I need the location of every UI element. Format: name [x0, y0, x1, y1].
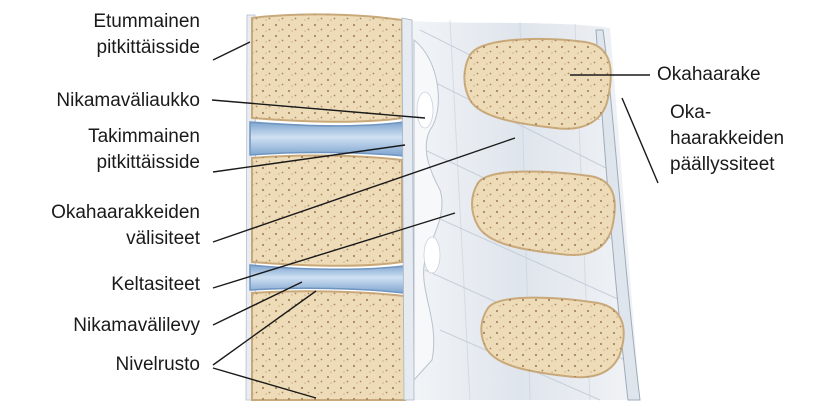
label-line: haarakkeiden — [670, 126, 810, 152]
leader-anterior-longitudinal-ligament — [213, 42, 250, 60]
label-line: pitkittäisside — [50, 150, 200, 176]
label-line: Etummainen — [60, 9, 200, 35]
leader-supraspinous-ligaments — [622, 98, 658, 183]
posterior-ligament-shape — [402, 18, 414, 400]
label-intervertebral-foramen: Nikamaväliaukko — [10, 88, 200, 114]
label-spinous-process: Okahaarake — [657, 62, 807, 88]
vertebral-bodies — [252, 14, 405, 400]
label-line: Okahaarakkeiden — [10, 200, 200, 226]
spinous-processes — [464, 39, 623, 377]
label-line: pitkittäisside — [60, 35, 200, 61]
label-line: Keltasiteet — [40, 272, 200, 298]
label-supraspinous-ligaments: Oka- haarakkeiden päällyssiteet — [670, 100, 810, 178]
label-line: Nikamavälilevy — [30, 313, 200, 339]
label-interspinous-ligaments: Okahaarakkeiden välisiteet — [10, 200, 200, 252]
label-line: Okahaarake — [657, 62, 807, 88]
label-line: Takimmainen — [50, 124, 200, 150]
label-line: Nivelrusto — [60, 352, 200, 378]
label-intervertebral-disc: Nikamavälilevy — [30, 313, 200, 339]
label-ligamenta-flava: Keltasiteet — [40, 272, 200, 298]
label-line: välisiteet — [10, 226, 200, 252]
label-posterior-longitudinal-ligament: Takimmainen pitkittäisside — [50, 124, 200, 176]
label-line: Nikamaväliaukko — [10, 88, 200, 114]
label-articular-cartilage: Nivelrusto — [60, 352, 200, 378]
label-anterior-longitudinal-ligament: Etummainen pitkittäisside — [60, 9, 200, 61]
label-line: Oka- — [670, 100, 810, 126]
label-line: päällyssiteet — [670, 152, 810, 178]
